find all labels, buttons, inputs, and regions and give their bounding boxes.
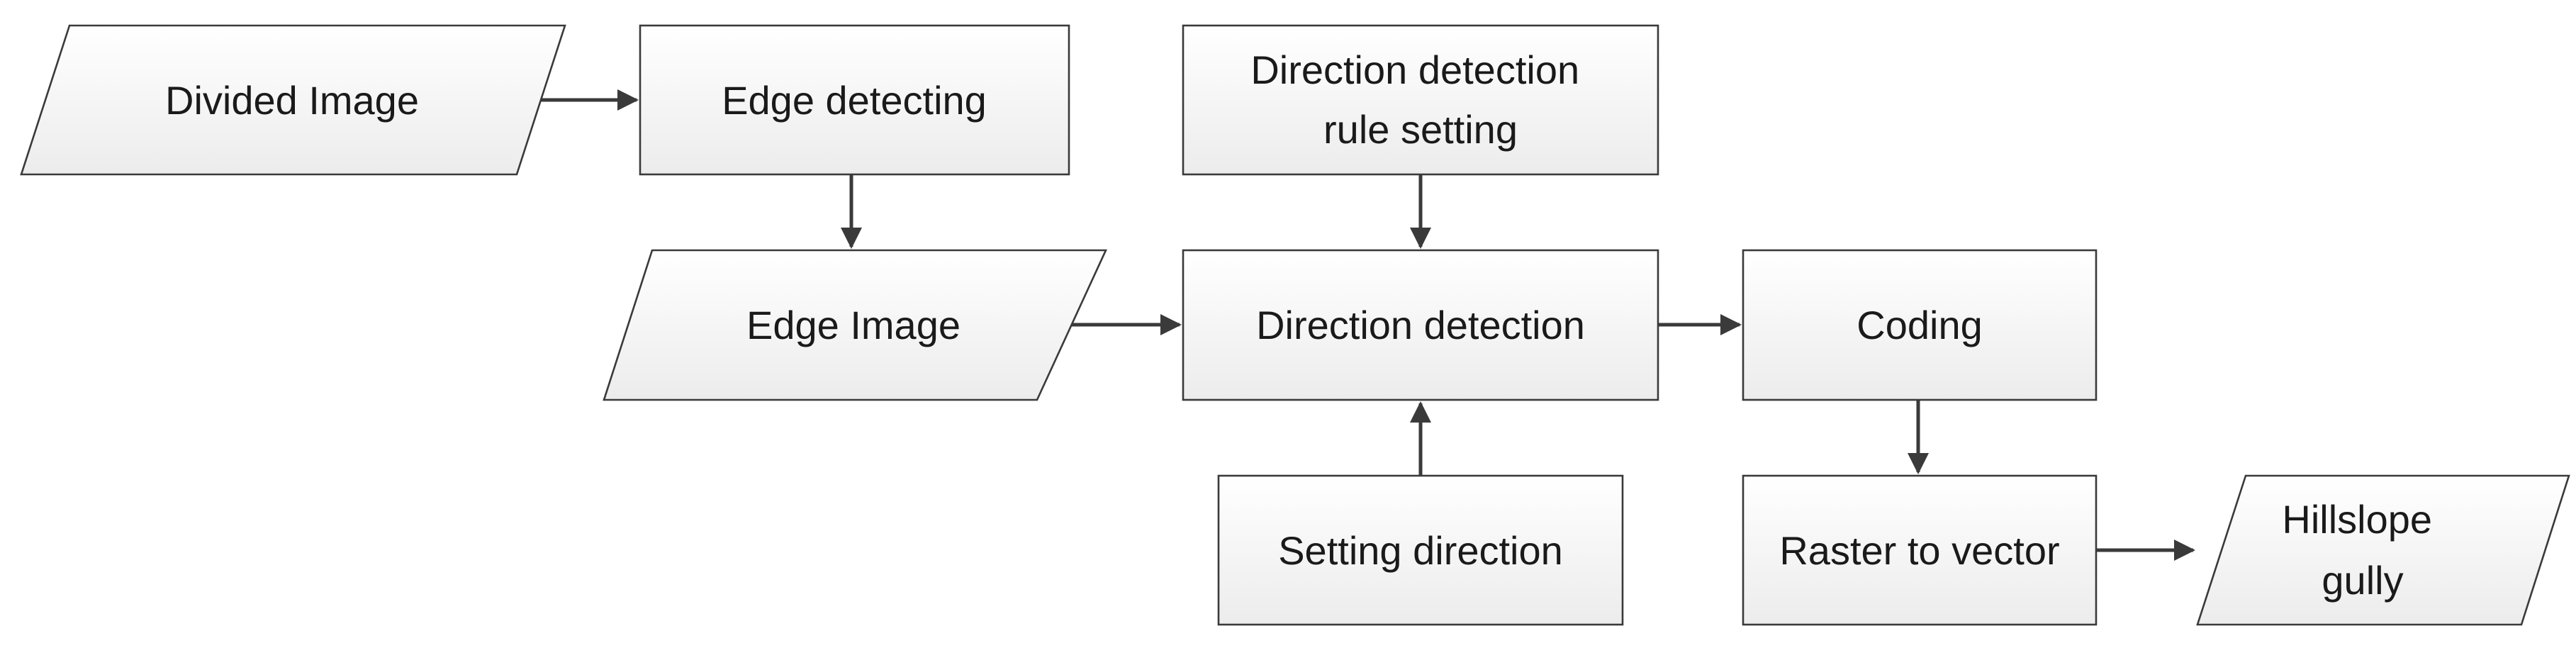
parallelogram-shape bbox=[20, 24, 566, 176]
node-label: Divided Image bbox=[165, 78, 419, 123]
node-label: Setting direction bbox=[1278, 528, 1563, 573]
node-setting-direction: Setting direction bbox=[1217, 474, 1624, 626]
node-label: Direction detection rule setting bbox=[1250, 48, 1590, 152]
node-direction-detection: Direction detection bbox=[1182, 249, 1659, 401]
node-raster-to-vector: Raster to vector bbox=[1742, 474, 2098, 626]
node-label: Coding bbox=[1857, 303, 1982, 347]
node-direction-rule-setting: Direction detection rule setting bbox=[1182, 24, 1659, 176]
parallelogram-shape bbox=[2196, 474, 2570, 626]
process-box bbox=[1182, 24, 1659, 176]
node-divided-image: Divided Image bbox=[20, 24, 566, 176]
process-box bbox=[1742, 249, 2098, 401]
node-edge-detecting: Edge detecting bbox=[639, 24, 1070, 176]
node-hillslope-gully: Hillslope gully bbox=[2196, 474, 2570, 626]
parallelogram-shape bbox=[603, 249, 1108, 401]
node-label: Direction detection bbox=[1256, 303, 1585, 347]
node-label: Edge Image bbox=[746, 303, 961, 347]
process-box bbox=[639, 24, 1070, 176]
node-label: Raster to vector bbox=[1779, 528, 2059, 573]
process-box bbox=[1217, 474, 1624, 626]
process-box bbox=[1742, 474, 2098, 626]
node-label: Hillslope gully bbox=[2282, 497, 2443, 603]
process-box bbox=[1182, 249, 1659, 401]
node-edge-image: Edge Image bbox=[603, 249, 1108, 401]
node-coding: Coding bbox=[1742, 249, 2098, 401]
edges bbox=[526, 89, 2195, 561]
node-label: Edge detecting bbox=[722, 78, 987, 123]
